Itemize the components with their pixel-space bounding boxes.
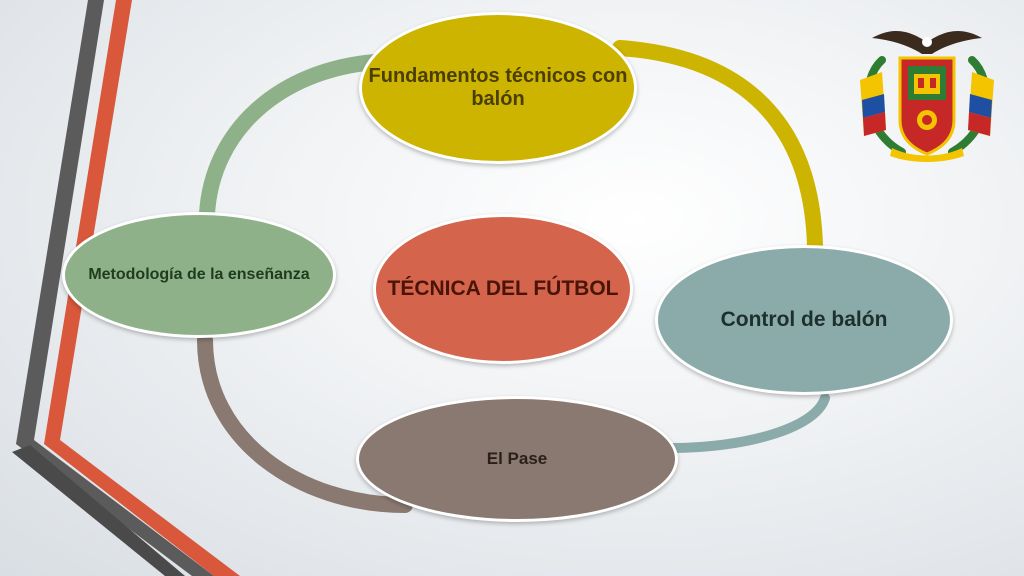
node-center-tecnica: TÉCNICA DEL FÚTBOL	[373, 214, 633, 364]
node-metodologia-label: Metodología de la enseñanza	[88, 265, 310, 283]
node-fundamentos: Fundamentos técnicos con balón	[359, 12, 637, 164]
node-control-balon: Control de balón	[655, 245, 953, 395]
coat-of-arms-logo	[860, 30, 994, 162]
node-center-label: TÉCNICA DEL FÚTBOL	[387, 276, 619, 300]
node-fundamentos-label: Fundamentos técnicos con balón	[368, 65, 628, 110]
node-metodologia: Metodología de la enseñanza	[62, 212, 336, 338]
node-control-label: Control de balón	[720, 307, 888, 331]
node-pase-label: El Pase	[486, 449, 548, 469]
node-el-pase: El Pase	[356, 396, 678, 522]
